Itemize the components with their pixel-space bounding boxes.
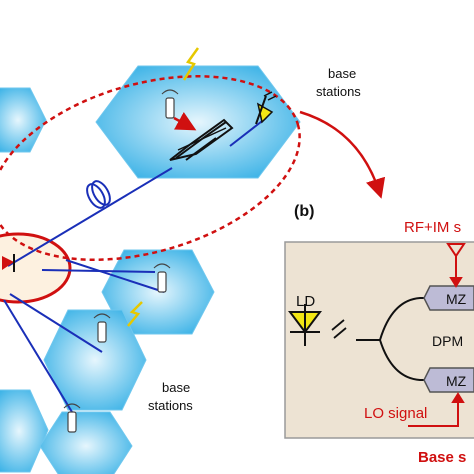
lo-drive-line	[408, 392, 465, 427]
rf-antenna-icon	[446, 243, 466, 274]
rf-signal-arrow	[173, 111, 197, 131]
antenna-icon	[161, 89, 179, 119]
fiber-links	[3, 117, 267, 413]
cell-hexagon-bottom-right	[39, 411, 133, 474]
lo-signal-label: LO signal	[364, 405, 427, 422]
base-stations-label-top-1: base	[328, 66, 356, 81]
mzm-top-label: MZ	[446, 291, 467, 307]
base-stations-label-bottom-1: base	[162, 380, 190, 395]
rf-drive-line	[449, 274, 463, 288]
panel-b-label: (b)	[294, 203, 314, 220]
mzm-bottom	[423, 367, 474, 393]
laser-diode-icon	[288, 304, 347, 346]
mzm-modulator-icon	[169, 118, 234, 161]
lightning-icon	[182, 47, 200, 81]
laser-diode-icon	[2, 254, 15, 272]
base-station-caption: Base s	[418, 449, 466, 466]
rf-im-label: RF+IM s	[404, 219, 461, 236]
base-stations-label-top-2: stations	[316, 84, 361, 99]
fiber-coil-icon	[86, 180, 111, 209]
photodiode-icon	[255, 91, 277, 125]
dpmzm-waveguide	[356, 297, 430, 381]
cell-hexagon-bottom-left	[0, 389, 49, 473]
lightning-icon	[127, 301, 143, 327]
mzm-top	[423, 285, 474, 311]
central-office	[0, 232, 72, 304]
zoom-arrow	[299, 110, 386, 199]
antenna-icon	[93, 313, 111, 343]
dpm-label: DPM	[432, 333, 463, 349]
base-stations-label-bottom-2: stations	[148, 398, 193, 413]
antenna-icon	[153, 263, 171, 293]
cell-hexagon-bottom-center	[43, 309, 147, 411]
cell-hexagon-top-left	[0, 87, 47, 153]
coverage-dashed-ellipse	[0, 75, 301, 261]
cell-hexagon-top	[95, 65, 301, 179]
ld-label: LD	[296, 293, 315, 310]
mzm-bottom-label: MZ	[446, 373, 467, 389]
antenna-icon	[63, 403, 81, 433]
